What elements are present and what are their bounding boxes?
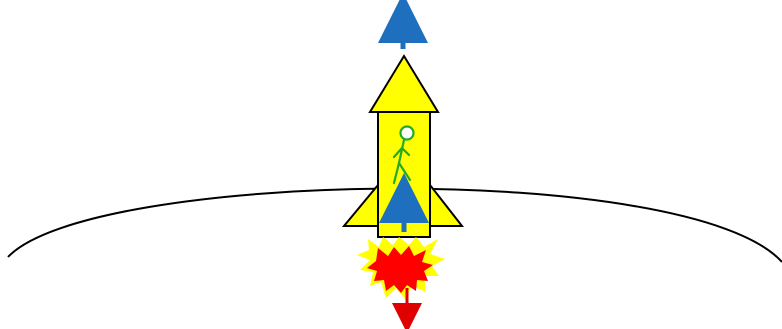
rocket-left-fin	[344, 185, 378, 226]
rocket-nose-cone	[370, 56, 438, 112]
astronaut-head	[401, 127, 414, 140]
rocket-right-fin	[430, 185, 462, 226]
